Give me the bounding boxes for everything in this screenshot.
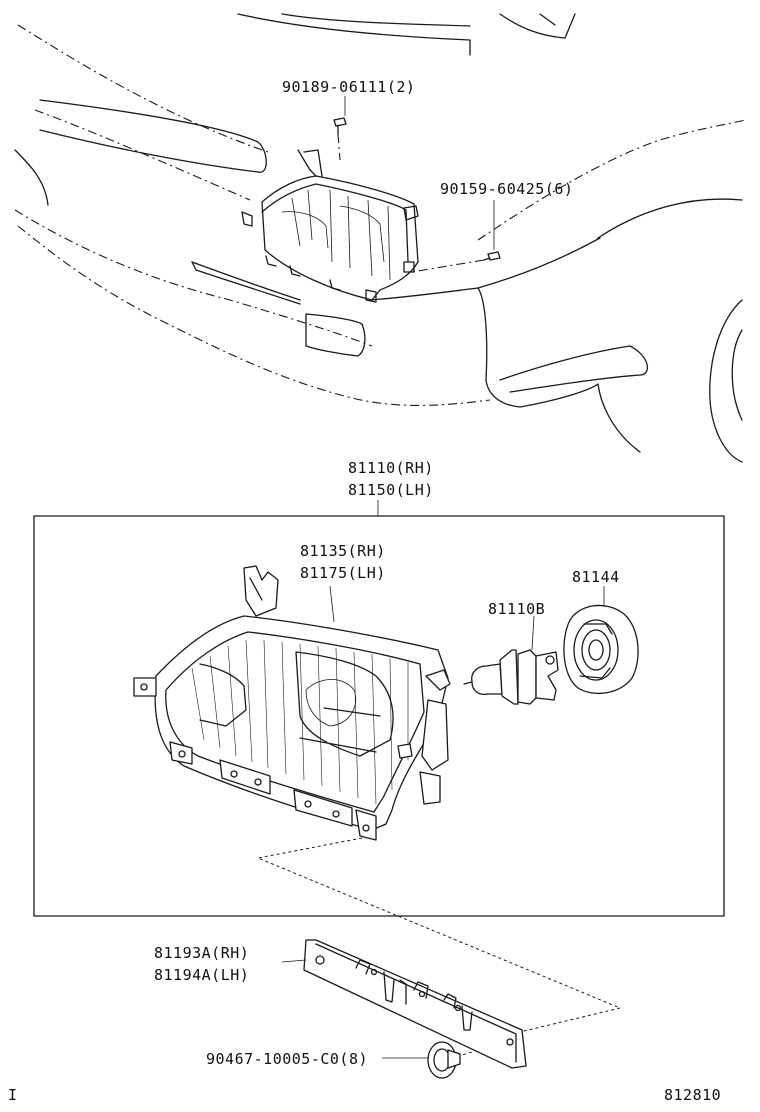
screw-icon — [333, 117, 501, 261]
socket-cover-icon — [563, 604, 639, 695]
drawing-number: 812810 — [664, 1086, 722, 1104]
corner-mark: I — [8, 1086, 18, 1104]
label-bracket-rh: 81193A(RH) — [154, 944, 250, 962]
car-front-body-icon — [14, 13, 746, 463]
label-bulb: 81110B — [488, 600, 546, 618]
label-socket-cover: 81144 — [572, 568, 620, 586]
assembly-box — [33, 515, 725, 917]
headlamp-unit-icon — [133, 565, 451, 841]
label-assembly-lh: 81150(LH) — [348, 481, 434, 499]
label-screw-side: 90159-60425(6) — [440, 180, 574, 198]
label-bolt-upper: 90189-06111(2) — [282, 78, 416, 96]
mounting-bracket-icon — [303, 939, 527, 1069]
halogen-bulb-icon — [463, 649, 559, 705]
label-bracket-lh: 81194A(LH) — [154, 966, 250, 984]
label-unit-lh: 81175(LH) — [300, 564, 386, 582]
label-clip: 90467-10005-C0(8) — [206, 1050, 369, 1068]
label-assembly-rh: 81110(RH) — [348, 459, 434, 477]
push-clip-icon — [427, 1041, 461, 1079]
label-unit-rh: 81135(RH) — [300, 542, 386, 560]
